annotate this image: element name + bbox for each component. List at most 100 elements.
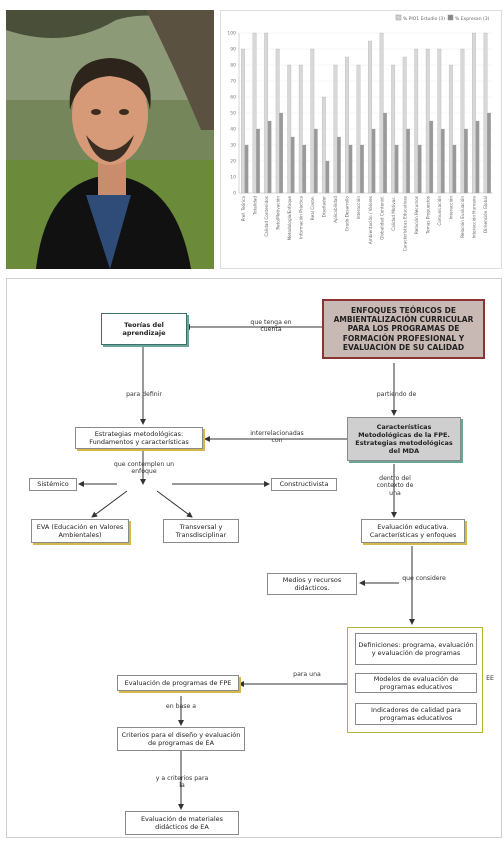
y-tick-label: 20 (230, 159, 236, 165)
sistemico-node: Sistémico (29, 478, 77, 491)
bar (333, 64, 338, 194)
definiciones-node: Definiciones: programa, evaluación y eva… (355, 633, 477, 665)
bar (290, 136, 295, 194)
link-que-tenga: que tenga en cuenta (250, 319, 292, 334)
bar (348, 144, 353, 194)
bar (313, 128, 318, 194)
y-tick-label: 80 (230, 63, 236, 69)
link-que-contemplen: que contemplen un enfoque (113, 461, 175, 476)
bar (475, 120, 480, 194)
bar (302, 144, 307, 194)
bar (336, 136, 341, 194)
link-en-base: en base a (165, 703, 197, 710)
x-tick-label: Globalidad Contenid. (379, 196, 384, 240)
x-tick-label: Dimensión Global (483, 196, 488, 233)
constructivista-node: Constructivista (271, 478, 337, 491)
bar (244, 144, 249, 194)
caracteristicas-node: Características Metodológicas de la FPE.… (347, 417, 461, 461)
bar (394, 144, 399, 194)
bar (252, 32, 257, 194)
y-tick-label: 40 (230, 127, 236, 133)
y-tick-label: 90 (230, 47, 236, 53)
bar (460, 48, 465, 194)
chart-svg: % PIO1 Estudio (3)% Expresan (3)10090807… (227, 14, 493, 251)
modelos-node: Modelos de evaluación de programas educa… (355, 673, 477, 693)
x-tick-label: Totalidad (252, 196, 257, 216)
bar (287, 64, 292, 194)
y-tick-label: 10 (230, 175, 236, 181)
x-tick-label: Características Educativas (402, 196, 407, 251)
legend-label: % PIO1 Estudio (3) (403, 16, 445, 22)
bar (437, 48, 442, 194)
evaluacion-educativa-node: Evaluación educativa. Características y … (361, 519, 465, 543)
bar (279, 112, 284, 194)
x-tick-label: Información Práctica (299, 196, 304, 239)
bar (483, 32, 488, 194)
bar (256, 128, 260, 194)
teorias-node: Teorías del aprendizaje (101, 313, 187, 345)
bar (452, 144, 457, 194)
link-para-definir: para definir (126, 391, 162, 398)
legend-swatch (395, 14, 402, 21)
bar (241, 48, 245, 194)
bar (356, 64, 361, 194)
bar (379, 32, 384, 194)
legend-label: % Expresan (3) (455, 16, 490, 22)
x-tick-label: Reto/Motivación (275, 196, 280, 230)
materiales-node: Evaluación de materiales didácticos de E… (125, 811, 239, 835)
estrategias-node: Estrategias metodológicas: Fundamentos y… (75, 427, 203, 449)
main-topic-node: ENFOQUES TEÓRICOS DE AMBIENTALIZACIÓN CU… (322, 299, 485, 359)
criterios-node: Criterios para el diseño y evaluación de… (117, 727, 245, 751)
x-tick-label: Aplicabilidad (333, 196, 338, 223)
bar (275, 48, 280, 194)
bar (368, 40, 372, 194)
bar (414, 48, 419, 194)
bar (383, 112, 387, 194)
y-tick-label: 0 (233, 191, 236, 197)
bar (402, 56, 407, 194)
y-tick-label: 30 (230, 143, 236, 149)
eval-fpe-node: Evaluación de programas de FPE (117, 675, 239, 691)
x-tick-label: Calidad Motivac. (391, 196, 396, 231)
x-tick-label: Comunicación (437, 196, 442, 226)
bar (448, 64, 453, 194)
bar (487, 112, 491, 194)
concept-map: ENFOQUES TEÓRICOS DE AMBIENTALIZACIÓN CU… (6, 278, 502, 838)
side-mark: EE (486, 675, 494, 682)
link-que-considere: que considere (402, 575, 446, 582)
link-dentro: dentro del contexto de una (376, 475, 414, 497)
bar (440, 128, 445, 194)
y-tick-label: 70 (230, 79, 236, 85)
x-tick-label: Interacción Humana (472, 196, 477, 239)
bar (472, 32, 476, 194)
x-tick-label: Real Conte. (310, 196, 315, 220)
y-tick-label: 50 (230, 111, 236, 117)
link-y-criterios: y a criterios para la (155, 775, 209, 790)
y-tick-label: 60 (230, 95, 236, 101)
bar (391, 64, 396, 194)
bar (325, 160, 330, 194)
bar (321, 96, 326, 194)
bar (345, 56, 349, 194)
bar (310, 48, 315, 194)
legend-swatch (447, 14, 454, 21)
x-tick-label: Ambientación / Valores (368, 196, 373, 244)
x-tick-label: Diseñador (322, 196, 327, 218)
portrait-photo (6, 10, 214, 269)
portrait-illustration (6, 10, 214, 269)
x-tick-label: Grado Desarrollo (345, 196, 350, 232)
transversal-node: Transversal y Transdisciplinar (163, 519, 239, 543)
bar (360, 144, 364, 194)
bar (429, 120, 434, 194)
map-connectors (78, 324, 415, 810)
bar (425, 48, 430, 194)
x-tick-label: Interacción (449, 196, 454, 220)
bar (417, 144, 422, 194)
bar (264, 32, 269, 194)
indicadores-node: Indicadores de calidad para programas ed… (355, 703, 477, 725)
eva-node: EVA (Educación en Valores Ambientales) (31, 519, 129, 543)
link-para-una: para una (293, 671, 321, 678)
bar (298, 64, 303, 194)
bar (371, 128, 376, 194)
